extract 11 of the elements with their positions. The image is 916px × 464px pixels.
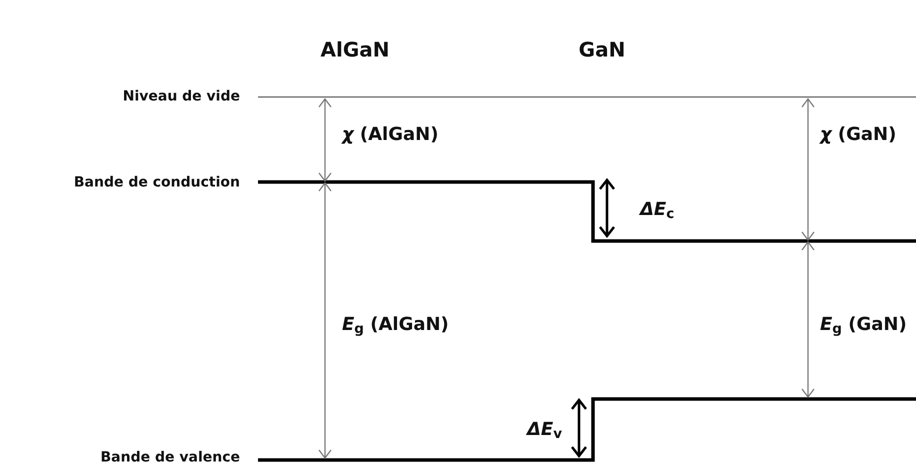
level-label: Niveau de vide bbox=[122, 88, 240, 106]
level-label: Bande de valence bbox=[100, 449, 240, 464]
level-label: Bande de conduction bbox=[74, 174, 240, 192]
material-label: GaN bbox=[578, 38, 626, 62]
quantity-label: χ (GaN) bbox=[820, 124, 896, 146]
quantity-label: E$_{g}$ (AlGaN) bbox=[342, 314, 449, 336]
quantity-label: ΔE$_{c}$ bbox=[640, 198, 674, 222]
quantity-label: E$_{g}$ (GaN) bbox=[820, 314, 907, 336]
quantity-label: ΔE$_{v}$ bbox=[526, 418, 562, 442]
material-label: AlGaN bbox=[320, 38, 390, 62]
quantity-label: χ (AlGaN) bbox=[342, 124, 438, 146]
